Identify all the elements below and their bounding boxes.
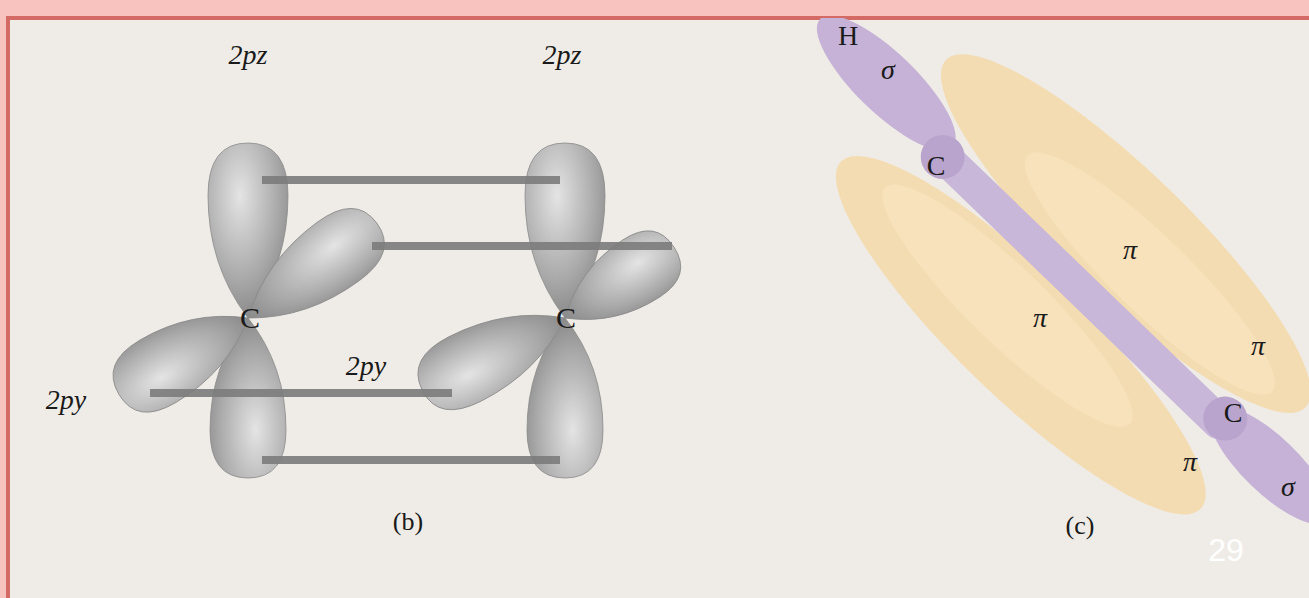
atom-label: H — [838, 22, 858, 50]
overlap-bar — [262, 176, 560, 184]
orbital-label: 2pz — [229, 41, 268, 69]
sigma-bond — [917, 130, 1243, 446]
panel-label: (c) — [1066, 513, 1095, 539]
bond-label: π — [1123, 236, 1137, 264]
atom-label: C — [240, 303, 260, 333]
bond-label: σ — [1281, 473, 1295, 501]
p-orbital-lobe — [101, 287, 267, 425]
orbital-label: 2py — [46, 386, 86, 414]
atom-label: C — [1224, 399, 1243, 427]
carbon-nucleus — [1194, 387, 1256, 449]
atom-label: C — [556, 303, 576, 333]
atom-label: C — [927, 152, 946, 180]
pi-lobe — [798, 117, 1244, 554]
orbital-label: 2py — [346, 352, 386, 380]
p-orbitals-figure — [101, 143, 693, 478]
bond-label: π — [1183, 448, 1197, 476]
p-orbital-lobe — [227, 194, 399, 347]
overlap-bar — [262, 456, 560, 464]
acetylene-bond-figure — [716, 18, 1309, 598]
bond-label: π — [1251, 332, 1265, 360]
orbital-label: 2pz — [543, 41, 582, 69]
bond-label: σ — [881, 56, 895, 84]
bond-label: π — [1033, 304, 1047, 332]
page-number: 29 — [1208, 534, 1244, 566]
panel-label: (b) — [393, 509, 423, 535]
carbon-nucleus — [912, 126, 974, 188]
p-orbital-lobe — [406, 286, 581, 423]
overlap-bar — [372, 242, 672, 250]
overlap-bar — [150, 389, 452, 397]
p-orbital-lobe — [546, 219, 692, 347]
panel — [8, 18, 1309, 598]
